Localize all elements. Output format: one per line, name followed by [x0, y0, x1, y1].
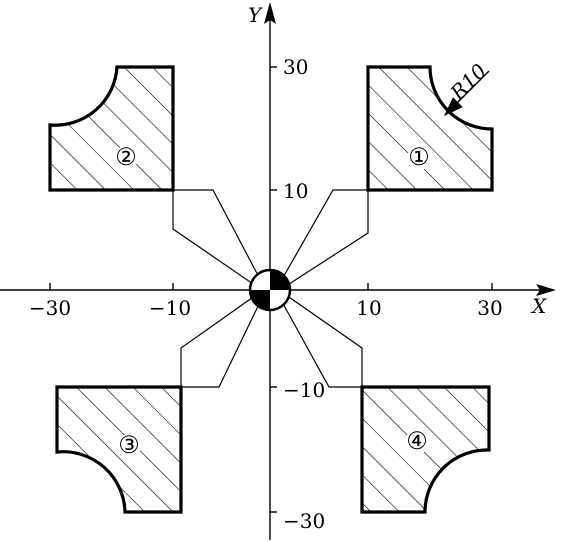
svg-text:③: ③: [118, 431, 140, 459]
svg-text:④: ④: [406, 427, 428, 455]
svg-text:②: ②: [115, 143, 137, 171]
connector-q4-outer: [285, 294, 363, 387]
connector-q2-inner: [172, 190, 257, 287]
x-tick-label-neg30: −30: [29, 296, 71, 320]
connector-q3-inner: [181, 299, 262, 388]
radius-label: R10: [445, 59, 492, 106]
connector-q3-outer: [180, 294, 257, 387]
connector-q1-inner: [285, 190, 369, 287]
part-2-label: ②: [114, 143, 138, 171]
x-tick-label-neg10: −10: [149, 296, 191, 320]
part-4-label: ④: [405, 427, 429, 455]
x-axis-title: X: [530, 294, 547, 318]
connector-q2-outer: [173, 189, 262, 282]
y-tick-label-10: 10: [283, 179, 308, 203]
part-2-shape: [48, 65, 175, 192]
y-tick-label-neg10: −10: [283, 378, 325, 402]
svg-text:①: ①: [408, 143, 430, 171]
part-3-label: ③: [117, 431, 141, 459]
x-tick-label-10: 10: [356, 296, 381, 320]
connector-lines: [172, 189, 369, 388]
y-axis-title: Y: [248, 3, 263, 27]
y-tick-label-30: 30: [283, 55, 308, 79]
x-tick-label-30: 30: [477, 296, 502, 320]
connector-q4-inner: [280, 299, 362, 388]
y-tick-label-neg30: −30: [283, 509, 325, 533]
part-1-label: ①: [407, 143, 431, 171]
radius-leader-line: [444, 70, 490, 116]
connector-q1-outer: [280, 189, 368, 282]
origin-symbol: [248, 268, 292, 312]
